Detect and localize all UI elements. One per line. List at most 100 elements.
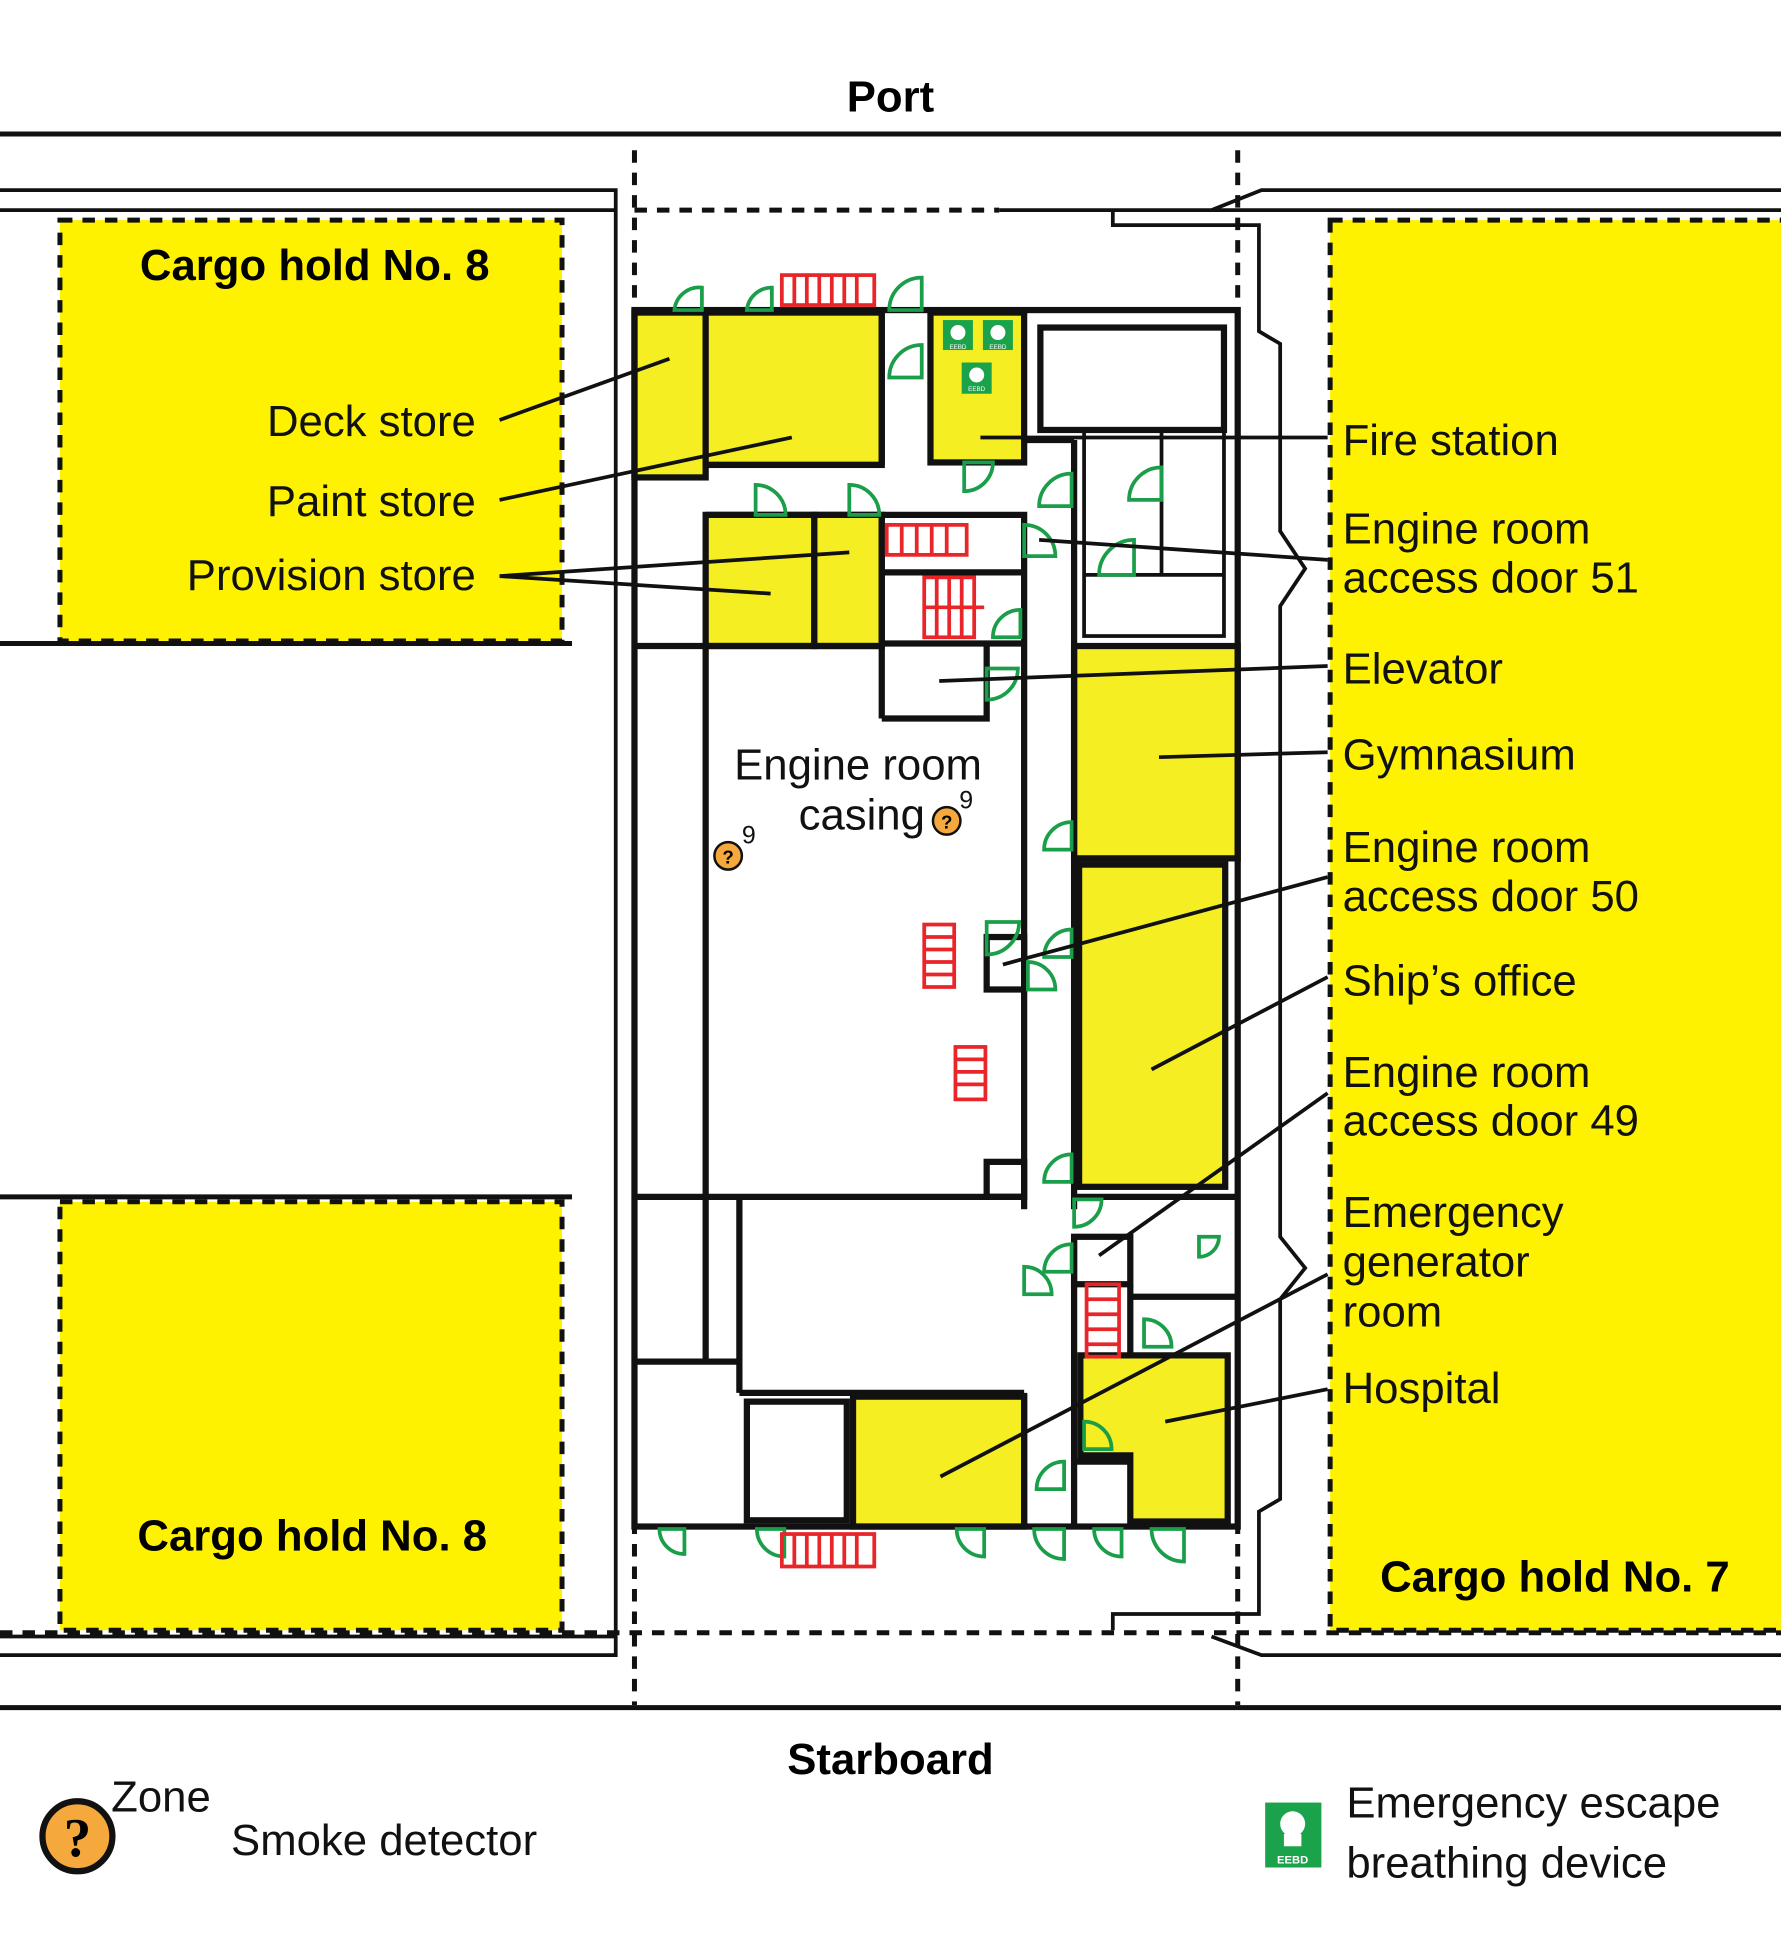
door-icon — [847, 483, 882, 517]
stair-icon — [922, 922, 957, 989]
eebd-signs: EEBD EEBD EEBD — [942, 320, 1013, 394]
right-labels: Fire station Engine room access door 51 … — [1343, 416, 1639, 1413]
door-icon — [962, 460, 995, 494]
stair-icon — [922, 575, 985, 640]
smoke-detector-icon: ?9 — [931, 786, 973, 836]
door-51-label: access door 51 — [1343, 553, 1639, 602]
door-icon — [887, 343, 924, 380]
emergency-generator-label: room — [1343, 1288, 1443, 1337]
cargo-hold-7 — [1327, 217, 1781, 1633]
door-49-label: Engine room — [1343, 1048, 1591, 1097]
engine-room-casing-label: casing — [799, 791, 925, 840]
hospital-label: Hospital — [1343, 1364, 1501, 1413]
cargo-hold-7-label: Cargo hold No. 7 — [1380, 1552, 1730, 1601]
svg-text:?: ? — [722, 846, 733, 867]
door-icon — [1042, 1242, 1074, 1274]
doors — [657, 275, 1221, 1564]
door-icon — [1032, 1527, 1066, 1561]
door-icon — [991, 607, 1023, 640]
legend: ? Zone Smoke detector EEBD Emergency esc… — [39, 1772, 1720, 1887]
door-icon — [1127, 465, 1164, 502]
fire-station-label: Fire station — [1343, 416, 1559, 465]
walls — [631, 306, 1241, 1530]
door-icon — [657, 1527, 687, 1556]
door-icon — [1042, 820, 1074, 852]
paint-store — [702, 309, 885, 469]
door-icon — [1026, 960, 1058, 992]
svg-text:?: ? — [64, 1807, 91, 1868]
door-icon — [744, 285, 774, 312]
door-icon — [754, 1527, 787, 1559]
door-icon — [1197, 1234, 1221, 1259]
leader-lines — [498, 357, 1329, 1479]
cargo-hold-8-port — [57, 217, 565, 644]
ships-office-label: Ship’s office — [1343, 957, 1577, 1006]
svg-text:?: ? — [941, 811, 952, 832]
door-icon — [887, 275, 924, 312]
door-icon — [753, 483, 788, 517]
provision-store-a — [702, 511, 818, 650]
door-icon — [1072, 1197, 1104, 1229]
svg-text:9: 9 — [742, 821, 756, 849]
deck-store — [631, 309, 709, 481]
svg-text:EEBD: EEBD — [1277, 1855, 1308, 1867]
starboard-label: Starboard — [787, 1735, 993, 1784]
door-50-label: access door 50 — [1343, 872, 1639, 921]
stairs — [779, 273, 1121, 1569]
door-icon — [1037, 471, 1074, 509]
door-icon — [1022, 523, 1058, 558]
provision-store-label: Provision store — [187, 551, 476, 600]
deck-store-label: Deck store — [267, 397, 476, 446]
elevator-label: Elevator — [1343, 644, 1503, 693]
gymnasium-label: Gymnasium — [1343, 731, 1576, 780]
engine-room-casing-label: Engine room — [734, 741, 982, 790]
door-icon — [672, 285, 704, 312]
stair-icon — [953, 1045, 988, 1102]
door-icon — [954, 1527, 987, 1559]
door-icon — [1142, 1317, 1174, 1349]
svg-text:EEBD: EEBD — [949, 344, 966, 351]
cargo-hold-8-starboard — [57, 1199, 565, 1633]
svg-text:EEBD: EEBD — [989, 344, 1006, 351]
hospital — [1077, 1352, 1231, 1525]
legend-zone-label: Zone — [111, 1772, 211, 1821]
emergency-generator-room — [849, 1393, 1028, 1530]
door-icon — [1082, 1419, 1114, 1451]
stair-icon — [779, 273, 877, 307]
eebd-icon: EEBD — [982, 320, 1013, 351]
door-icon — [1042, 1152, 1074, 1184]
door-49-label: access door 49 — [1343, 1097, 1639, 1146]
ships-office — [1075, 861, 1229, 1190]
eebd-legend-icon: EEBD — [1265, 1802, 1322, 1868]
door-51-label: Engine room — [1343, 505, 1591, 554]
provision-store-b — [811, 511, 885, 650]
rooms — [631, 309, 1241, 1530]
gymnasium — [1070, 642, 1241, 862]
emergency-generator-label: Emergency — [1343, 1188, 1564, 1237]
cargo-hold-8-port-label: Cargo hold No. 8 — [140, 241, 490, 290]
legend-eebd-label: Emergency escape — [1346, 1779, 1720, 1828]
door-icon — [984, 920, 1022, 957]
stair-icon — [1084, 1282, 1121, 1359]
smoke-detector-icon: ?9 — [713, 821, 756, 871]
svg-text:9: 9 — [959, 786, 973, 814]
stair-icon — [884, 523, 969, 557]
stair-icon — [779, 1532, 877, 1569]
emergency-generator-label: generator — [1343, 1238, 1530, 1287]
legend-eebd-label: breathing device — [1346, 1838, 1667, 1887]
port-label: Port — [847, 72, 935, 121]
eebd-icon: EEBD — [942, 320, 973, 351]
cargo-hold-8-starboard-label: Cargo hold No. 8 — [137, 1511, 487, 1560]
door-50-label: Engine room — [1343, 823, 1591, 872]
door-icon — [984, 666, 1020, 702]
svg-text:EEBD: EEBD — [968, 386, 985, 393]
door-icon — [1097, 537, 1136, 577]
paint-store-label: Paint store — [267, 477, 476, 526]
door-icon — [1022, 1264, 1054, 1297]
legend-smoke-detector-label: Smoke detector — [231, 1816, 537, 1865]
door-icon — [1092, 1527, 1124, 1559]
smoke-detector-legend-icon: ? — [39, 1798, 116, 1875]
eebd-icon: EEBD — [961, 362, 992, 394]
door-icon — [1149, 1527, 1186, 1564]
